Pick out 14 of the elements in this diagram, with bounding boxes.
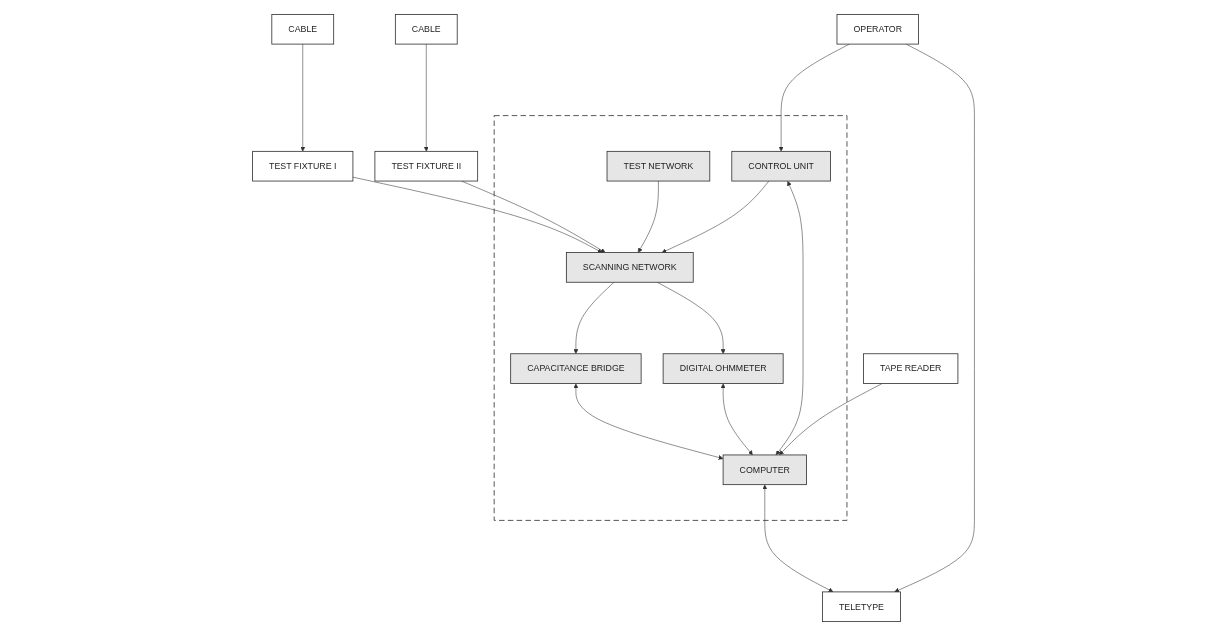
node-box: CONTROL UNIT bbox=[731, 150, 831, 182]
node-box: TELETYPE bbox=[822, 591, 901, 622]
node-box: OPERATOR bbox=[836, 14, 919, 45]
node-box: CAPACITANCE BRIDGE bbox=[510, 353, 642, 384]
node-box: SCANNING NETWORK bbox=[565, 252, 694, 283]
node-box: CABLE bbox=[271, 14, 335, 45]
node-box: TEST FIXTURE I bbox=[252, 150, 354, 182]
node-box: CABLE bbox=[394, 14, 458, 45]
cluster bbox=[493, 115, 848, 521]
node-box: TEST FIXTURE II bbox=[374, 150, 479, 182]
node-box: TEST NETWORK bbox=[606, 150, 711, 182]
node-box: DIGITAL OHMMETER bbox=[662, 353, 784, 384]
node-box: COMPUTER bbox=[722, 454, 807, 486]
node-box: TAPE READER bbox=[863, 353, 959, 384]
